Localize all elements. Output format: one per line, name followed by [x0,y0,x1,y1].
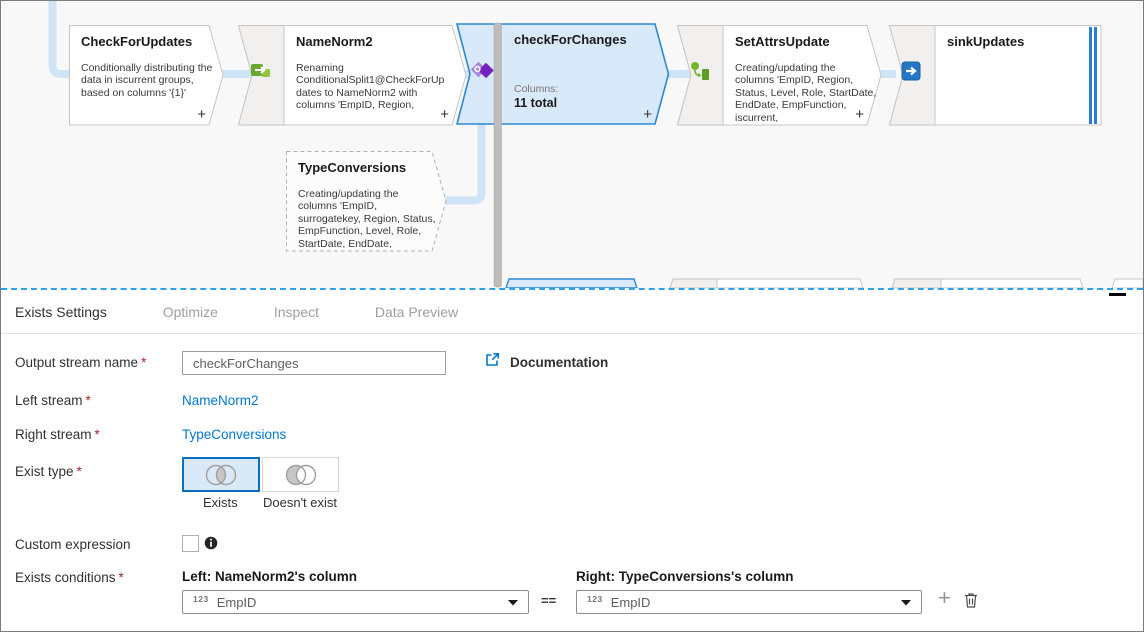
flow-edges [48,1,896,205]
exist-type-exists-button[interactable] [182,457,260,492]
left-stream-link[interactable]: NameNorm2 [182,393,259,408]
caret-down-icon [508,593,518,611]
canvas-overlay [493,22,1143,288]
node-checkforupdates[interactable]: CheckForUpdates Conditionally distributi… [69,25,224,126]
left-column-dropdown[interactable]: 123 EmpID [182,590,529,614]
tab-data-preview[interactable]: Data Preview [374,304,459,320]
add-transformation-button[interactable]: + [440,106,449,123]
tab-exists-settings[interactable]: Exists Settings [15,304,107,320]
add-condition-button[interactable]: + [938,585,951,610]
add-transformation-button[interactable]: + [643,106,652,123]
right-stream-link[interactable]: TypeConversions [182,427,287,442]
dataflow-canvas[interactable]: CheckForUpdates Conditionally distributi… [1,1,1143,288]
right-column-dropdown[interactable]: 123 EmpID [576,590,922,614]
tab-inspect[interactable]: Inspect [273,304,319,320]
info-icon[interactable] [204,536,218,555]
sink-indicator-bars [1089,27,1092,124]
custom-expression-label: Custom expression [15,537,131,552]
documentation-label: Documentation [510,354,609,370]
node-description: Creating/updating the columns 'EmpID, Re… [735,62,877,122]
node-description: Conditionally distributing the data in i… [81,62,213,99]
output-stream-name-input[interactable] [182,351,446,375]
node-title: CheckForUpdates [81,34,193,49]
node-shape [286,151,447,252]
exist-type-doesnt-exist-button[interactable] [262,457,339,492]
left-stream-label: Left stream* [15,393,91,408]
node-sinkupdates[interactable]: sinkUpdates [889,25,1102,126]
minimize-panel-handle[interactable] [1109,293,1126,296]
tabs-divider [1,333,1143,334]
node-shape [69,25,224,126]
doesnt-exist-option-caption: Doesn't exist [263,495,338,510]
add-transformation-button[interactable]: + [197,106,206,123]
required-asterisk: * [141,355,147,370]
sink-icon [901,61,921,86]
node-title: NameNorm2 [296,34,373,49]
node-title: SetAttrsUpdate [735,34,830,49]
exists-option-caption: Exists [203,495,238,510]
number-type-icon: 123 [193,594,209,604]
node-title: TypeConversions [298,160,407,175]
canvas-scrollbar[interactable] [493,22,502,288]
number-type-icon: 123 [587,594,603,604]
panel-tabs: Exists Settings Optimize Inspect Data Pr… [15,304,458,320]
node-setattrsupdate[interactable]: SetAttrsUpdate Creating/updating the col… [677,25,882,126]
exist-type-label: Exist type* [15,464,82,479]
flow-edge-typeconversions [444,124,486,205]
venn-exists-icon [205,464,237,485]
select-transformation-icon [250,61,272,84]
exists-conditions-label: Exists conditions* [15,570,124,585]
venn-doesnt-exist-icon [285,464,316,485]
documentation-link[interactable]: Documentation [485,352,608,372]
node-namenorm2[interactable]: NameNorm2 Renaming ConditionalSplit1@Che… [238,25,467,126]
caret-down-icon [901,593,911,611]
equality-operator: == [541,593,557,608]
node-shape [456,23,670,125]
delete-condition-button[interactable] [964,592,978,613]
partial-node[interactable] [505,278,638,288]
custom-expression-checkbox[interactable] [182,535,199,552]
node-description: Creating/updating the columns 'EmpID, su… [298,188,436,248]
right-column-header: Right: TypeConversions's column [576,569,794,584]
derived-column-icon [689,61,711,86]
node-title: sinkUpdates [947,34,1025,49]
right-stream-label: Right stream* [15,427,100,442]
tab-optimize[interactable]: Optimize [162,304,218,320]
left-column-header: Left: NameNorm2's column [182,569,357,584]
columns-count: 11 total [514,96,558,110]
node-typeconversions[interactable]: TypeConversions Creating/updating the co… [286,151,447,252]
exists-transformation-icon [470,60,496,87]
columns-label: Columns: [514,83,559,95]
partial-node[interactable] [1111,278,1143,288]
output-stream-name-label: Output stream name* [15,355,147,370]
node-shape [238,25,467,126]
settings-panel: Exists Settings Optimize Inspect Data Pr… [1,288,1143,631]
right-column-value: EmpID [610,594,651,610]
node-checkforchanges-selected[interactable]: checkForChanges Columns: 11 total + [456,23,670,126]
node-description: Renaming ConditionalSplit1@CheckForUpdat… [296,62,445,112]
external-link-icon [485,352,500,372]
flow-edge-main [48,1,896,78]
left-column-value: EmpID [216,594,257,610]
add-transformation-button[interactable]: + [855,106,864,123]
node-title: checkForChanges [514,32,627,47]
